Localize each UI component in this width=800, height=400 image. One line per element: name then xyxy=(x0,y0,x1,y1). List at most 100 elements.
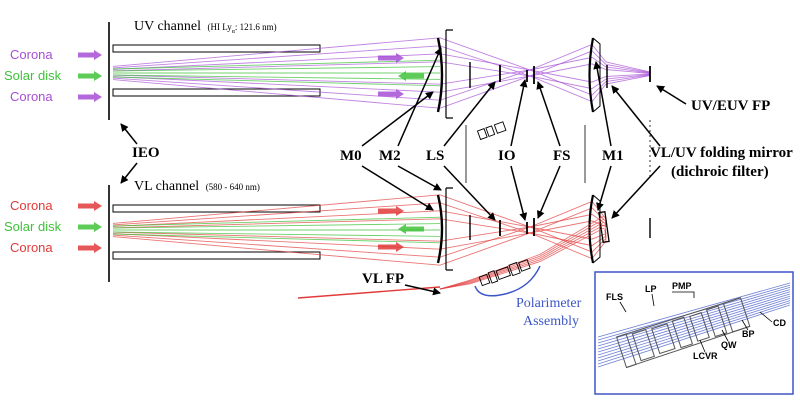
m0-label: M0 xyxy=(340,148,362,164)
vl-corona-input-arrow xyxy=(78,201,102,211)
uv-corona-bottom-label: Corona xyxy=(10,89,53,104)
inset-ray xyxy=(597,291,791,350)
polarimeter-inset: FLS LP PMP CD BP QW LCVR xyxy=(594,271,794,395)
vl-m1-housing xyxy=(592,194,601,264)
polarimeter-bracket xyxy=(474,265,541,297)
vl-fp-ray-bundle xyxy=(439,215,605,290)
light-ray xyxy=(112,69,651,85)
inset-cd-label: CD xyxy=(773,318,786,328)
polarimeter-label-line2: Assembly xyxy=(523,314,579,329)
optical-elements xyxy=(436,29,651,271)
vl-baffle-bottom xyxy=(112,251,321,260)
inset-pmp-label: PMP xyxy=(672,281,692,291)
polarimeter-element xyxy=(495,266,512,281)
solar-ray xyxy=(112,223,441,229)
polarimeter-label-line1: Polarimeter xyxy=(516,296,582,311)
spare-element xyxy=(485,125,496,137)
uv-corona-mid-arrow xyxy=(378,53,404,63)
uv-channel-title: UV channel (HI Lyα: 121.6 nm) xyxy=(134,19,277,35)
light-ray xyxy=(112,37,651,73)
vl-corona-mid-arrow xyxy=(378,242,404,252)
inset-leaders xyxy=(619,291,773,353)
vl-corona-input-arrow xyxy=(78,243,102,253)
dichroic-filter-label: (dichroic filter) xyxy=(671,164,769,180)
uv-solar-ray-bundle xyxy=(112,59,441,87)
solar-ray xyxy=(112,231,441,237)
inset-lcvr-element xyxy=(651,323,676,355)
vl-fp-ray xyxy=(439,215,605,290)
fs-label: FS xyxy=(553,148,571,164)
light-ray xyxy=(112,69,651,101)
solar-ray xyxy=(112,66,441,72)
vl-fp-label: VL FP xyxy=(362,271,404,287)
inset-bp-label: BP xyxy=(742,329,755,339)
vl-channel xyxy=(108,185,607,282)
vl-corona-top-label: Corona xyxy=(10,198,53,213)
polarimeter-assembly xyxy=(297,121,605,299)
uv-m1-housing xyxy=(592,37,601,113)
uv-solar-disk-label: Solar disk xyxy=(4,68,62,83)
solar-ray xyxy=(112,216,441,227)
vl-fp-ray xyxy=(439,227,605,290)
uv-corona-input-arrow xyxy=(78,50,102,60)
uv-channel xyxy=(108,22,651,120)
text-labels: UV channel (HI Lyα: 121.6 nm) VL channel… xyxy=(4,19,793,329)
io-label: IO xyxy=(498,148,516,164)
spare-element xyxy=(476,128,488,141)
inset-ray xyxy=(597,304,791,368)
inset-pmp-element xyxy=(671,316,694,349)
uv-solar-input-arrow xyxy=(78,71,102,81)
vl-fp-line xyxy=(297,286,441,299)
inset-lp-label: LP xyxy=(645,284,657,294)
uv-euv-fp-label: UV/EUV FP xyxy=(691,98,770,114)
uv-corona-input-arrow xyxy=(78,92,102,102)
inset-ray xyxy=(597,302,791,365)
solar-ray xyxy=(112,59,441,70)
inset-ray xyxy=(597,293,791,353)
vl-m1-mirror xyxy=(588,194,595,264)
light-ray xyxy=(112,229,607,266)
uv-m2-mirror xyxy=(445,29,453,119)
vl-corona-mid-arrow xyxy=(378,206,404,216)
polarimeter-element xyxy=(487,270,499,284)
light-ray xyxy=(112,61,651,77)
solar-ray xyxy=(112,76,441,87)
m1-label: M1 xyxy=(602,148,624,164)
spare-element xyxy=(493,121,507,134)
inset-ray xyxy=(597,282,791,338)
inset-optics xyxy=(615,297,751,369)
uv-m1-mirror xyxy=(588,37,595,113)
light-ray xyxy=(112,218,607,234)
folding-mirror-label: VL/UV folding mirror xyxy=(650,145,793,161)
polarimeter-element xyxy=(478,273,491,287)
inset-ray xyxy=(597,289,791,347)
vl-solar-input-arrow xyxy=(78,222,102,232)
vl-m2-mirror xyxy=(445,187,453,271)
vl-channel-title: VL channel (580 - 640 nm) xyxy=(134,179,260,194)
inset-bp-element xyxy=(705,305,728,338)
vl-solar-return-arrow xyxy=(398,224,424,234)
uv-m0-mirror xyxy=(436,37,444,113)
input-arrows xyxy=(78,50,424,253)
light-ray xyxy=(112,75,651,109)
inset-ray-bundle xyxy=(597,282,791,368)
solar-ray xyxy=(112,233,441,244)
vl-solar-disk-label: Solar disk xyxy=(4,219,62,234)
inset-qw-label: QW xyxy=(721,340,737,350)
vl-m0-mirror xyxy=(436,194,444,264)
solar-ray xyxy=(112,74,441,80)
polarimeter-element xyxy=(518,259,531,272)
inset-lp-element xyxy=(631,329,656,362)
m2-label: M2 xyxy=(379,148,401,164)
leader-arrows xyxy=(120,47,687,296)
vl-baffle-top xyxy=(112,204,321,213)
ls-label: LS xyxy=(426,148,444,164)
uv-corona-mid-arrow xyxy=(378,89,404,99)
uv-solar-return-arrow xyxy=(398,71,424,81)
polarimeter-element xyxy=(508,261,521,277)
inset-fls-label: FLS xyxy=(606,292,623,302)
vl-folding-mirror xyxy=(598,210,610,244)
uv-ray-bundle xyxy=(112,37,651,109)
vl-corona-bottom-label: Corona xyxy=(10,240,53,255)
